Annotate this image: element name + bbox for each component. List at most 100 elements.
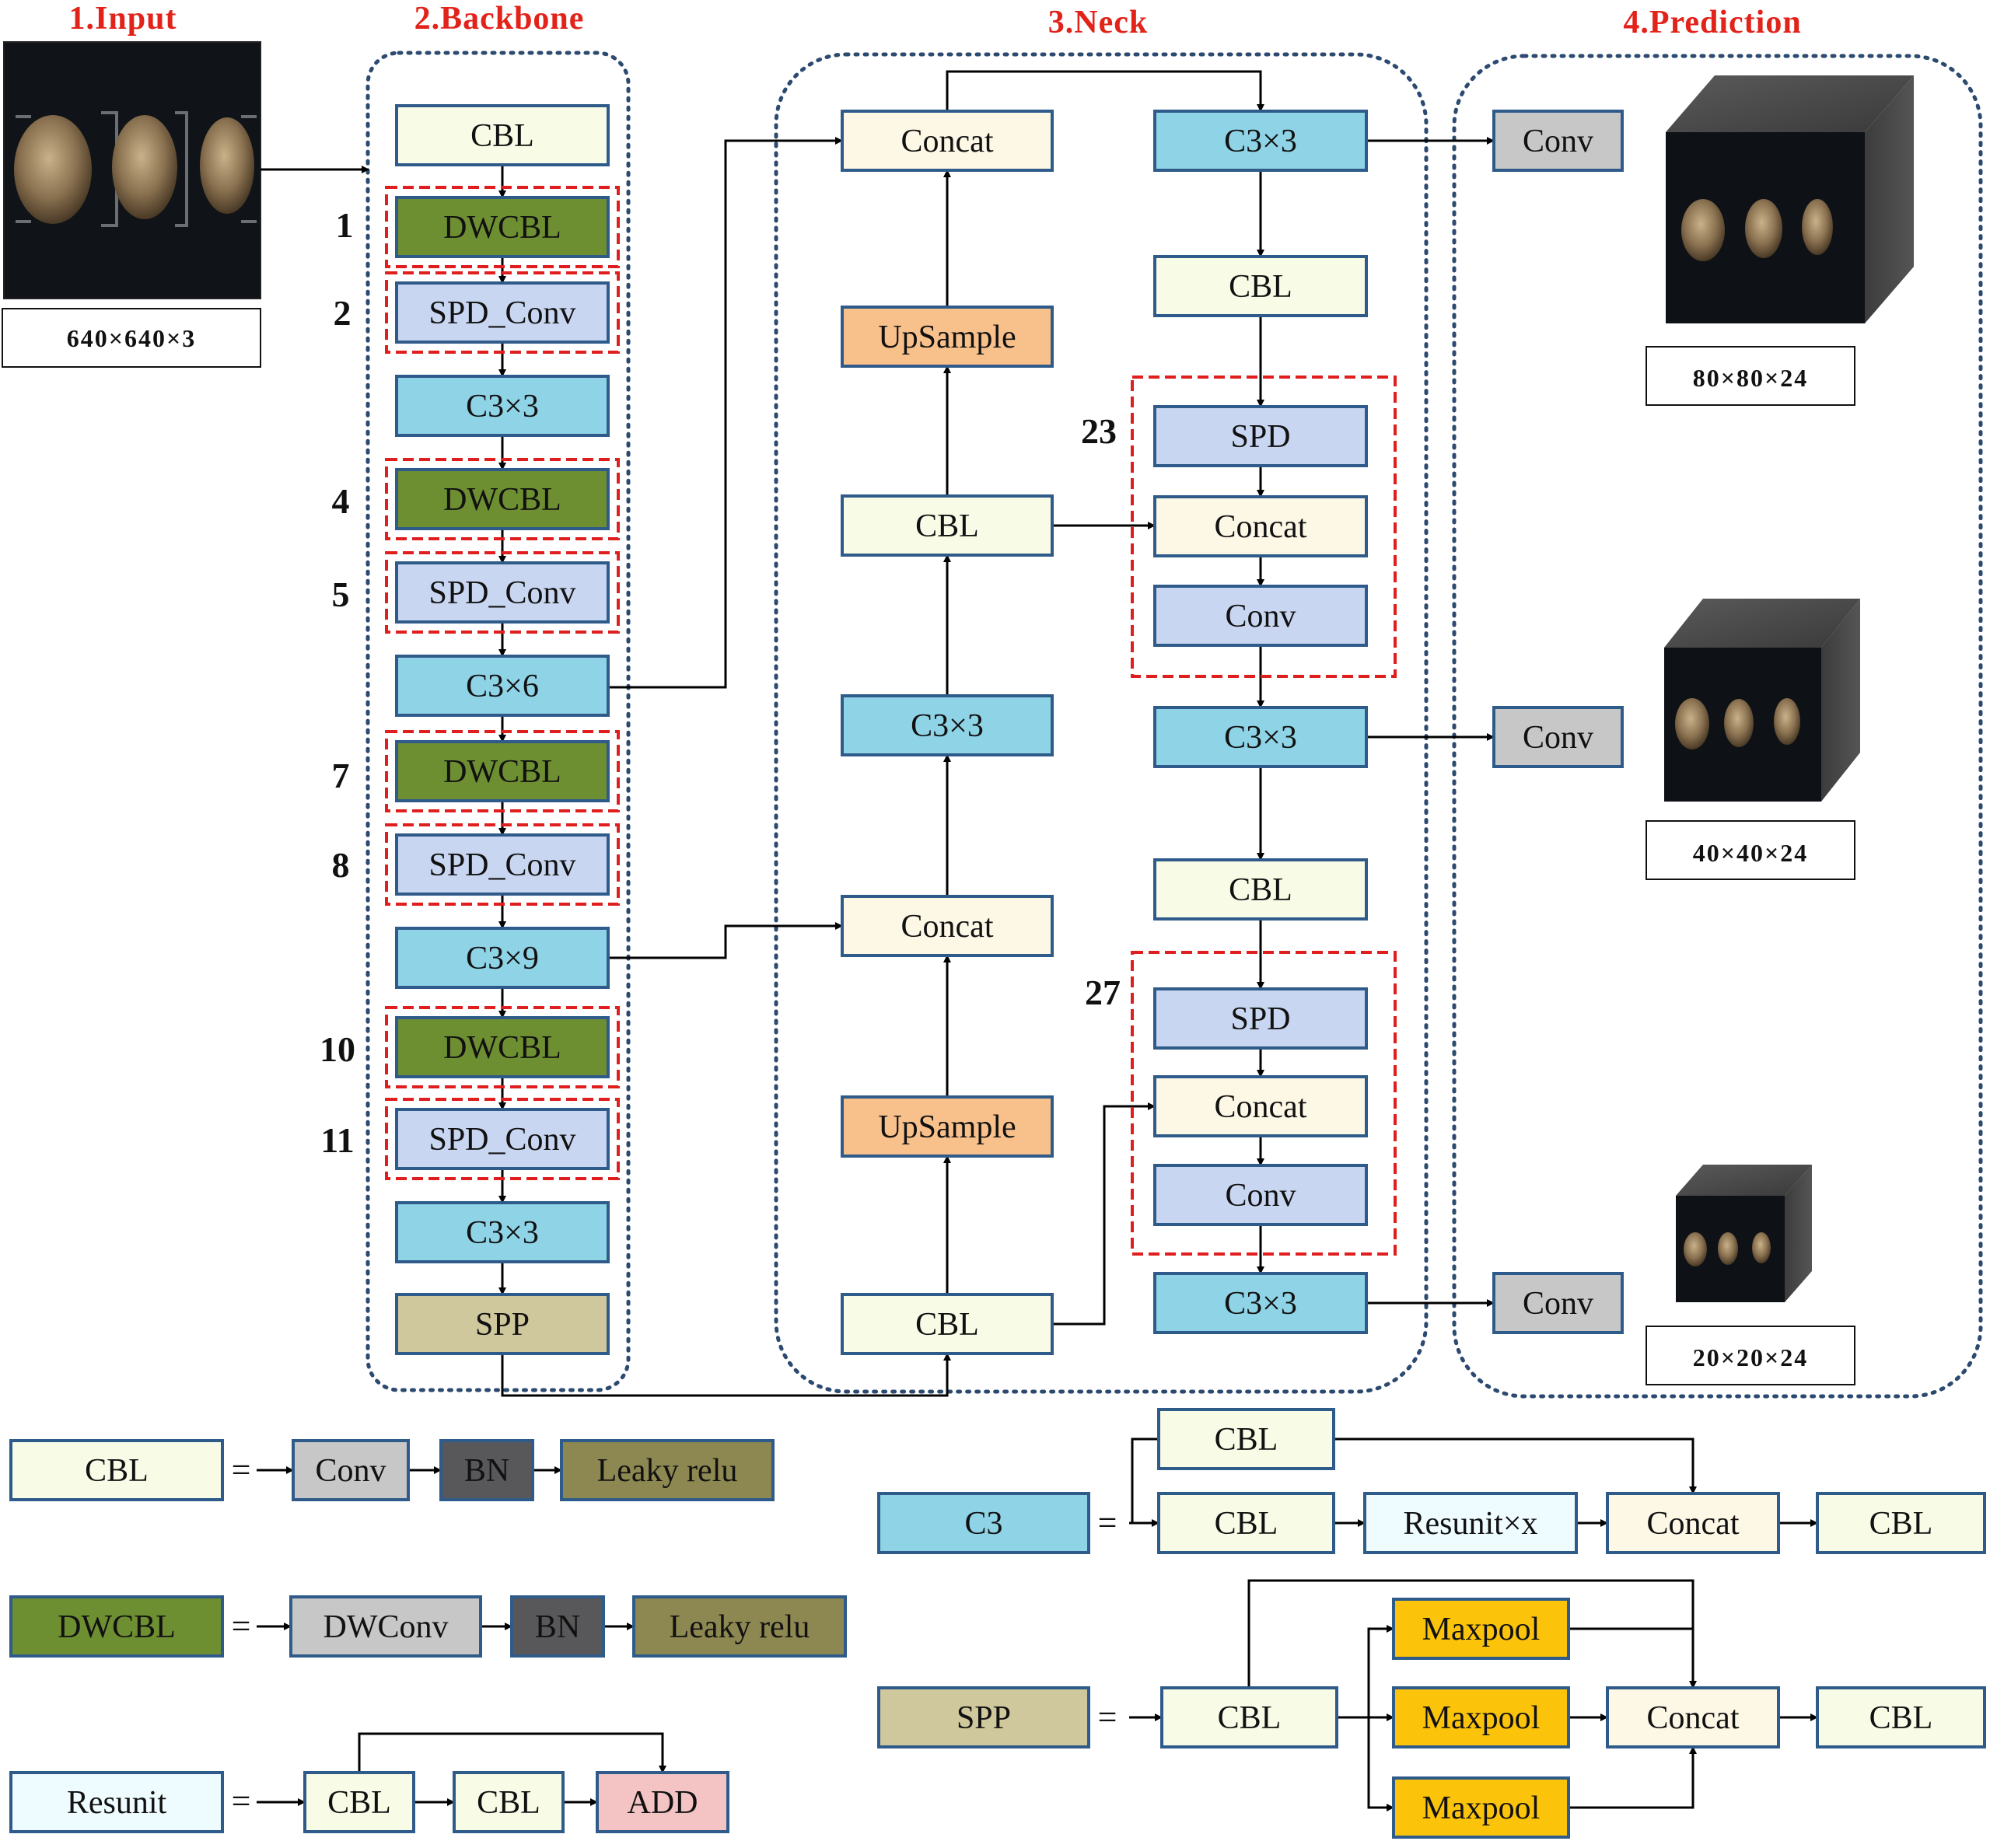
neck-left-concat-box: [841, 110, 1054, 172]
neck-right-c3x3-label: C3×3: [1224, 720, 1297, 756]
neck-container: [774, 52, 1429, 1394]
prediction-conv-0-box: [1492, 110, 1624, 172]
layer-number: 10: [320, 1029, 355, 1069]
neck-right-concat-label: Concat: [1215, 509, 1307, 545]
legend-spp-cbl-out-label: CBL: [1869, 1700, 1933, 1736]
input-dims-label: 640×640×3: [67, 324, 196, 352]
backbone-highlight-frame: [385, 730, 620, 812]
backbone-spd-conv-label: SPD_Conv: [428, 575, 575, 611]
backbone-dwcbl-box: [395, 740, 610, 802]
neck-left-concat-label: Concat: [901, 124, 994, 159]
section-containers: [365, 51, 1983, 1399]
module-boxes: [9, 104, 1986, 1839]
backbone-dwcbl-box: [395, 196, 610, 258]
legend-c3-resunit-box: [1363, 1492, 1578, 1554]
legend-cbl-box: [9, 1439, 224, 1501]
neck-left-cbl-label: CBL: [915, 1307, 979, 1343]
section-heading-backbone: 2.Backbone: [414, 1, 585, 37]
connector-lines: [257, 70, 1818, 1811]
neck-right-spd-label: SPD: [1230, 419, 1290, 455]
backbone-dwcbl-label: DWCBL: [443, 754, 561, 790]
layer-number: 11: [320, 1120, 354, 1160]
legend-spp-maxpool-2-box: [1392, 1686, 1570, 1748]
legend-dwcbl-leaky-relu-box: [632, 1595, 847, 1658]
equals-sign: =: [232, 1782, 251, 1820]
legend-resunit-box: [9, 1771, 224, 1833]
backbone-highlight-frame: [385, 458, 620, 540]
neck-right-spd-label: SPD: [1230, 1001, 1290, 1037]
neck-left-upsample-label: UpSample: [878, 320, 1016, 355]
section-heading-neck: 3.Neck: [1048, 5, 1148, 40]
backbone-spp-label: SPP: [475, 1307, 530, 1343]
backbone-spd-conv-label: SPD_Conv: [428, 295, 575, 331]
legend-resunit-cbl-1-box: [303, 1771, 415, 1833]
backbone-c3x3-label: C3×3: [466, 1215, 539, 1251]
neck-highlight-frame-23: [1131, 376, 1397, 678]
backbone-container: [365, 51, 631, 1392]
legend-dwcbl-dwconv-label: DWConv: [324, 1609, 449, 1645]
equals-sign: =: [1098, 1698, 1117, 1736]
neck-right-cbl-label: CBL: [1229, 269, 1292, 305]
backbone-highlight-frame: [385, 1098, 620, 1180]
layer-number: 7: [332, 756, 350, 795]
backbone-dwcbl-label: DWCBL: [443, 210, 561, 246]
legend-spp-concat-box: [1606, 1686, 1780, 1748]
neck-right-concat-box: [1153, 1075, 1368, 1137]
neck-right-spd-box: [1153, 405, 1368, 467]
legend-spp-maxpool-1-box: [1392, 1598, 1570, 1660]
legend-resunit-cbl-1-label: CBL: [327, 1785, 391, 1821]
backbone-dwcbl-box: [395, 468, 610, 530]
neck-left-cbl-box: [841, 1293, 1054, 1355]
legend-dwcbl-bn-box: [510, 1595, 605, 1658]
legend-cbl-leaky-relu-label: Leaky relu: [597, 1453, 738, 1489]
legend-resunit-cbl-2-box: [453, 1771, 565, 1833]
backbone-highlight-frame: [385, 186, 620, 268]
backbone-spp-box: [395, 1293, 610, 1355]
backbone-highlight-frame: [385, 1006, 620, 1088]
neck-right-cbl-box: [1153, 255, 1368, 317]
backbone-c3x9-box: [395, 927, 610, 989]
legend-resunit-add-box: [596, 1771, 729, 1833]
legend-cbl-label: CBL: [85, 1453, 149, 1489]
equals-sign: =: [232, 1607, 251, 1645]
neck-right-c3x3-label: C3×3: [1224, 1286, 1297, 1322]
backbone-c3x3-box: [395, 375, 610, 437]
legend-cbl-conv-label: Conv: [315, 1453, 386, 1489]
legend-spp-label: SPP: [957, 1700, 1011, 1736]
legend-dwcbl-dwconv-box: [289, 1595, 482, 1658]
neck-right-conv-label: Conv: [1225, 599, 1296, 634]
backbone-dwcbl-label: DWCBL: [443, 482, 561, 518]
neck-right-concat-label: Concat: [1215, 1089, 1307, 1125]
section-heading-input: 1.Input: [69, 1, 177, 37]
backbone-cbl-label: CBL: [470, 118, 534, 154]
legend-spp-maxpool-1-label: Maxpool: [1422, 1612, 1541, 1647]
box-labels: CBLDWCBLSPD_ConvC3×3DWCBLSPD_ConvC3×6DWC…: [58, 118, 1932, 1826]
prediction-dims-box-80: [1646, 346, 1855, 406]
input-image: [3, 41, 261, 299]
prediction-cube-80: [1666, 75, 1914, 323]
legend-spp-cbl-out-box: [1816, 1686, 1986, 1748]
neck-left-c3x3-label: C3×3: [911, 708, 984, 744]
legend-spp-maxpool-3-label: Maxpool: [1422, 1790, 1541, 1826]
backbone-dwcbl-label: DWCBL: [443, 1030, 561, 1066]
legend-cbl-bn-label: BN: [464, 1453, 509, 1489]
legend-cbl-bn-box: [439, 1439, 534, 1501]
neck-right-c3x3-box: [1153, 110, 1368, 172]
legend-spp-maxpool-3-box: [1392, 1776, 1570, 1839]
backbone-c3x3-box: [395, 1201, 610, 1263]
neck-left-c3x3-box: [841, 694, 1054, 756]
backbone-cbl-box: [395, 104, 610, 166]
neck-right-spd-box: [1153, 987, 1368, 1050]
prediction-container: [1452, 54, 1983, 1399]
legend-c3-resunit-label: Resunit×x: [1403, 1506, 1537, 1542]
neck-left-cbl-label: CBL: [915, 508, 979, 544]
legend-c3-concat-label: Concat: [1647, 1506, 1740, 1542]
equals-sign: =: [232, 1451, 251, 1489]
legend-c3-box: [877, 1492, 1090, 1554]
backbone-spd-conv-box: [395, 1108, 610, 1170]
backbone-c3x9-label: C3×9: [466, 941, 539, 976]
backbone-highlight-frame: [385, 271, 620, 354]
legend-dwcbl-leaky-relu-label: Leaky relu: [670, 1609, 810, 1645]
neck-right-conv-box: [1153, 1164, 1368, 1226]
